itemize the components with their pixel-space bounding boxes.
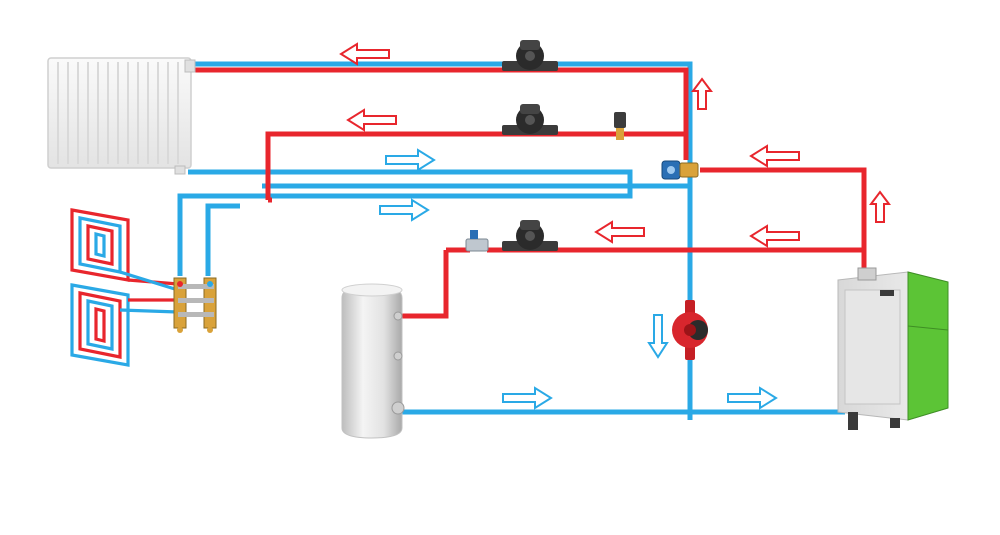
tank-supply-arrow <box>594 220 645 244</box>
floor-heating-pump <box>502 104 558 135</box>
boiler-supply-pipe <box>700 167 867 270</box>
three-way-mixing-valve <box>661 160 699 180</box>
hot-water-tank-pump <box>502 220 558 251</box>
return-arrow-upper <box>385 148 436 172</box>
radiator-supply-pipe <box>190 67 689 160</box>
boiler-supply-arrow-1 <box>749 144 800 168</box>
radiator-circuit-pump <box>502 40 558 71</box>
thermostatic-valve <box>614 112 626 140</box>
riser-arrow-boiler <box>869 190 891 223</box>
check-valve <box>465 230 489 252</box>
hot-water-tank <box>341 283 405 439</box>
boiler-supply-arrow-2 <box>749 224 800 248</box>
underfloor-heating-coils <box>70 208 179 367</box>
return-arrow-lower <box>379 198 430 222</box>
tank-return-arrow <box>502 386 553 410</box>
floor-cold-branch <box>205 203 240 276</box>
underfloor-coil-upper <box>70 208 179 292</box>
boiler-return-pump <box>672 300 708 360</box>
riser-arrow-center <box>691 77 713 110</box>
radiator <box>47 57 196 175</box>
floor-supply-arrow <box>346 108 397 132</box>
downflow-arrow <box>647 314 669 359</box>
manifold-return-pipe <box>177 186 633 276</box>
radiator-supply-arrow <box>339 42 390 66</box>
flow-arrows <box>339 42 891 410</box>
radiator-bottom-return-pipe <box>188 169 633 186</box>
boiler-return-arrow <box>727 386 778 410</box>
floor-heating-manifold <box>173 277 217 333</box>
tank-feed-pipe <box>400 250 449 319</box>
radiator-fins <box>57 62 179 164</box>
pellet-boiler <box>837 267 949 430</box>
floor-supply-pipe <box>265 131 686 200</box>
underfloor-coil-lower <box>70 283 179 367</box>
